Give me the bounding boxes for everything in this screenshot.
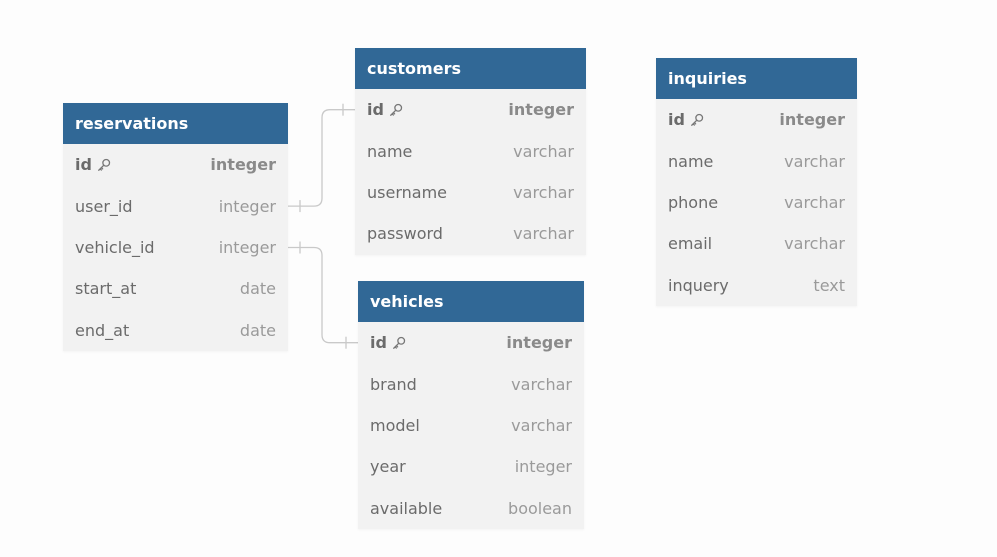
column-row-inquery[interactable]: inquery text bbox=[656, 265, 857, 306]
column-type: text bbox=[813, 275, 845, 295]
column-name: id bbox=[370, 333, 387, 353]
column-type: integer bbox=[218, 196, 276, 216]
column-type: varchar bbox=[513, 224, 574, 244]
column-type: boolean bbox=[508, 498, 572, 518]
column-name-wrap: name bbox=[367, 142, 412, 161]
table-vehicles[interactable]: vehicles id integer brand varchar model varcha… bbox=[358, 281, 584, 529]
table-header[interactable]: inquiries bbox=[656, 58, 857, 99]
column-row-vehicle_id[interactable]: vehicle_id integer bbox=[63, 227, 288, 268]
relation-line-user_id[interactable] bbox=[288, 109, 355, 207]
column-name: password bbox=[367, 224, 443, 244]
column-type: integer bbox=[218, 237, 276, 257]
column-type: integer bbox=[508, 100, 574, 120]
column-row-id[interactable]: id integer bbox=[358, 322, 584, 363]
column-row-user_id[interactable]: user_id integer bbox=[63, 185, 288, 226]
column-row-id[interactable]: id integer bbox=[355, 89, 586, 130]
table-header[interactable]: vehicles bbox=[358, 281, 584, 322]
column-row-end_at[interactable]: end_at date bbox=[63, 310, 288, 351]
column-type: varchar bbox=[513, 141, 574, 161]
column-row-password[interactable]: password varchar bbox=[355, 213, 586, 254]
column-name: vehicle_id bbox=[75, 237, 155, 257]
column-name: id bbox=[668, 110, 685, 130]
column-type: integer bbox=[506, 333, 572, 353]
column-type: varchar bbox=[784, 192, 845, 212]
table-header[interactable]: reservations bbox=[63, 103, 288, 144]
column-type: date bbox=[239, 279, 276, 299]
column-name-wrap: username bbox=[367, 183, 447, 202]
column-name: name bbox=[668, 151, 714, 171]
column-type: varchar bbox=[513, 182, 574, 202]
column-type: varchar bbox=[784, 234, 845, 254]
column-name-wrap: model bbox=[370, 416, 420, 435]
column-type: varchar bbox=[511, 374, 572, 394]
column-name-wrap: email bbox=[668, 234, 712, 253]
key-icon bbox=[691, 113, 704, 126]
column-name: year bbox=[370, 457, 406, 477]
key-icon bbox=[98, 158, 111, 171]
column-name: id bbox=[75, 155, 92, 175]
column-name: email bbox=[668, 234, 713, 254]
column-row-year[interactable]: year integer bbox=[358, 446, 584, 487]
column-name-wrap: name bbox=[668, 152, 713, 171]
table-header[interactable]: customers bbox=[355, 48, 586, 89]
column-name: id bbox=[367, 100, 384, 120]
column-name: username bbox=[367, 182, 447, 202]
column-name-wrap: brand bbox=[370, 375, 417, 394]
column-name-wrap: id bbox=[75, 155, 111, 174]
table-customers[interactable]: customers id integer name varchar username var… bbox=[355, 48, 586, 255]
column-name-wrap: inquery bbox=[668, 276, 729, 295]
column-name-wrap: user_id bbox=[75, 197, 133, 216]
column-name-wrap: phone bbox=[668, 193, 718, 212]
column-type: integer bbox=[210, 155, 276, 175]
column-name: model bbox=[370, 415, 420, 435]
column-type: date bbox=[239, 320, 276, 340]
column-row-email[interactable]: email varchar bbox=[656, 223, 857, 264]
key-icon bbox=[390, 103, 403, 116]
relation-line-vehicle_id[interactable] bbox=[288, 246, 358, 344]
column-name-wrap: year bbox=[370, 457, 406, 476]
column-name: inquery bbox=[668, 275, 729, 295]
column-row-available[interactable]: available boolean bbox=[358, 488, 584, 529]
column-row-start_at[interactable]: start_at date bbox=[63, 268, 288, 309]
column-name-wrap: vehicle_id bbox=[75, 238, 155, 257]
column-name: start_at bbox=[75, 279, 137, 299]
column-name: available bbox=[370, 498, 443, 518]
column-row-name[interactable]: name varchar bbox=[355, 130, 586, 171]
column-row-brand[interactable]: brand varchar bbox=[358, 363, 584, 404]
column-row-username[interactable]: username varchar bbox=[355, 172, 586, 213]
table-inquiries[interactable]: inquiries id integer name varchar phone varcha… bbox=[656, 58, 857, 306]
column-name-wrap: id bbox=[367, 100, 403, 119]
column-name: phone bbox=[668, 192, 719, 212]
column-name-wrap: id bbox=[370, 333, 406, 352]
column-type: varchar bbox=[511, 415, 572, 435]
column-row-id[interactable]: id integer bbox=[656, 99, 857, 140]
column-name-wrap: start_at bbox=[75, 279, 136, 298]
column-type: integer bbox=[514, 457, 572, 477]
column-name-wrap: password bbox=[367, 224, 443, 243]
column-row-phone[interactable]: phone varchar bbox=[656, 182, 857, 223]
column-row-id[interactable]: id integer bbox=[63, 144, 288, 185]
column-name: end_at bbox=[75, 320, 130, 340]
key-icon bbox=[393, 336, 406, 349]
column-name-wrap: id bbox=[668, 110, 704, 129]
column-type: varchar bbox=[784, 151, 845, 171]
column-row-model[interactable]: model varchar bbox=[358, 405, 584, 446]
column-name: brand bbox=[370, 374, 417, 394]
column-name: name bbox=[367, 141, 413, 161]
column-name: user_id bbox=[75, 196, 133, 216]
column-name-wrap: available bbox=[370, 499, 442, 518]
column-name-wrap: end_at bbox=[75, 321, 129, 340]
column-type: integer bbox=[779, 110, 845, 130]
column-row-name[interactable]: name varchar bbox=[656, 140, 857, 181]
